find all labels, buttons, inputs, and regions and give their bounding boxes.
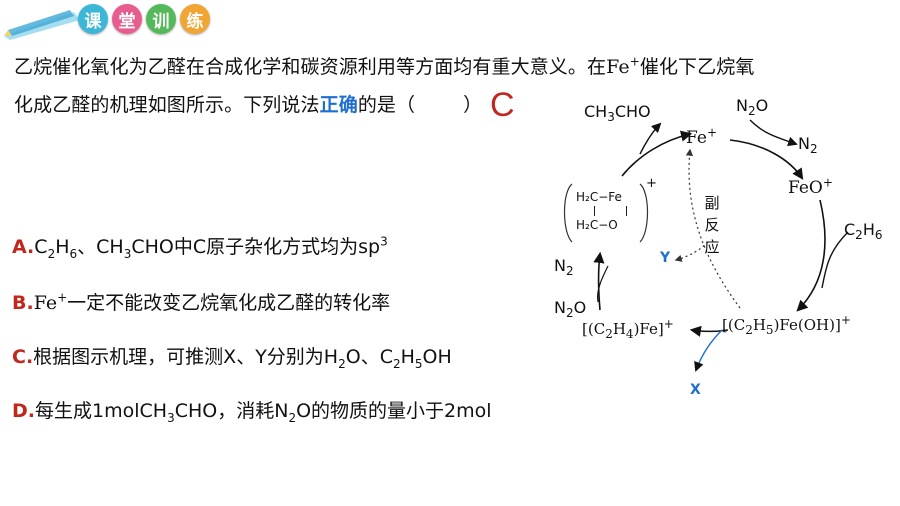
- ring-charge: +: [646, 176, 657, 191]
- highlight-correct: 正确: [319, 94, 358, 116]
- ring-bottom: H₂C−O: [576, 218, 618, 232]
- option-c[interactable]: C.根据图示机理，可推测X、Y分别为H2O、C2H5OH: [12, 346, 452, 371]
- label-n2-top: N2: [798, 134, 818, 157]
- label-c2h4-fe: [(C2H4)Fe]+: [582, 317, 674, 341]
- option-b[interactable]: B.Fe+一定不能改变乙烷氧化成乙醛的转化率: [12, 290, 391, 314]
- arrow-feoh-to-fec2h4: [689, 325, 729, 337]
- ring-top: H₂C−Fe: [576, 190, 622, 204]
- side-reaction-label: 副 反 应: [704, 194, 720, 256]
- arrow-c2h6-in: [821, 231, 849, 289]
- answer-mark: C: [490, 86, 515, 124]
- header-banner: 课 堂 训 练: [0, 0, 900, 44]
- arrow-ring-to-fe: [621, 130, 693, 177]
- label-n2-left: N2: [554, 256, 574, 279]
- label-y: Y: [660, 250, 671, 266]
- option-d[interactable]: D.每生成1molCH3CHO，消耗N2O的物质的量小于2mol: [12, 400, 492, 425]
- banner-char-3: 训: [146, 4, 176, 34]
- question-line-1: 乙烷催化氧化为乙醛在合成化学和碳资源利用等方面均有重大意义。在Fe+催化下乙烷氧: [14, 54, 755, 78]
- pen-decoration-icon: [4, 10, 80, 40]
- arrow-feo-to-feoh: [796, 199, 826, 312]
- label-fe-plus: Fe+: [686, 125, 717, 148]
- arrow-n2o-to-n2: [749, 119, 798, 147]
- mechanism-diagram: CH3CHO Fe+ N2O N2 FeO+ C2H6 [(C2H5)Fe(OH…: [540, 92, 900, 412]
- label-n2o-top: N2O: [736, 96, 769, 119]
- ring-bond-right: [626, 206, 627, 216]
- arrow-left-n2o: [597, 265, 609, 303]
- arrow-x-out: [694, 329, 723, 372]
- ring-bracket-left: [563, 183, 573, 243]
- arrow-side-reaction: [685, 148, 741, 309]
- label-ch3cho: CH3CHO: [584, 102, 651, 125]
- banner-char-4: 练: [180, 4, 210, 34]
- question-line-2: 化成乙醛的机理如图所示。下列说法正确的是（）: [14, 94, 483, 116]
- banner-char-2: 堂: [112, 4, 142, 34]
- option-a[interactable]: A.C2H6、CH3CHO中C原子杂化方式均为sp3: [12, 234, 388, 261]
- banner-char-1: 课: [78, 4, 108, 34]
- ring-bond-left: [594, 206, 595, 216]
- banner-title: 课 堂 训 练: [78, 4, 210, 34]
- arrow-fe-to-feo: [729, 139, 804, 180]
- arrow-ch3cho-out: [639, 122, 662, 155]
- mechanism-arrows: [563, 119, 849, 372]
- label-x: X: [690, 382, 701, 398]
- arrow-fec2h4-to-ring: [593, 251, 605, 311]
- label-feo-plus: FeO+: [788, 175, 833, 198]
- label-c2h6: C2H6: [844, 220, 883, 243]
- ring-bracket-right: [639, 183, 649, 243]
- question-stem: 乙烷催化氧化为乙醛在合成化学和碳资源利用等方面均有重大意义。在Fe+催化下乙烷氧…: [14, 48, 894, 124]
- label-n2o-left: N2O: [554, 298, 587, 321]
- label-c2h5-fe-oh: [(C2H5)Fe(OH)]+: [722, 313, 851, 337]
